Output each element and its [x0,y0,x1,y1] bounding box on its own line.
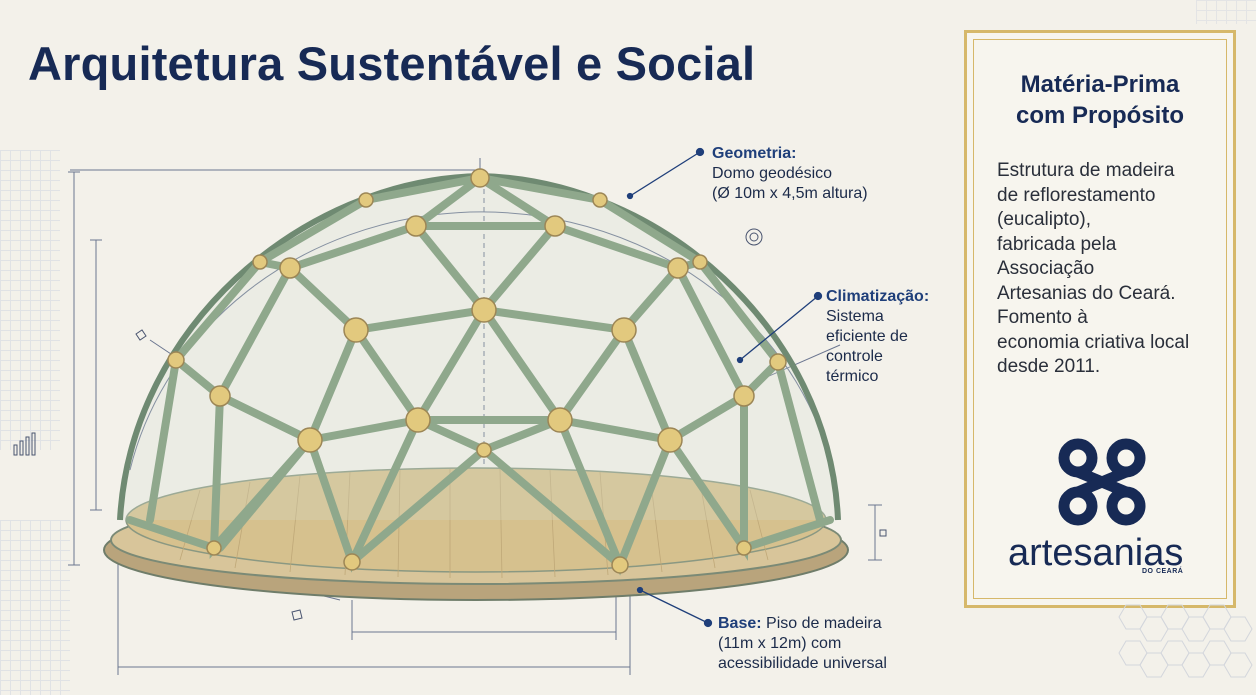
callout-geometria-label: Geometria: [712,145,797,162]
panel-title-line2: com Propósito [1015,102,1184,129]
callout-base-line3: acessibilidade universal [718,655,887,672]
callout-base: Base: Piso de madeira (11m x 12m) com ac… [718,614,887,674]
panel-title: Matéria-Prima com Propósito [967,69,1233,131]
callout-geometria-line2: (Ø 10m x 4,5m altura) [712,185,868,202]
panel-body-line: desde 2011. [997,356,1101,377]
callout-climatizacao-line1: Sistema [826,308,884,325]
panel-body-line: Artesanias do Ceará. [997,282,1176,304]
callout-geometria-line1: Domo geodésico [712,165,833,182]
logo-subtitle: DO CEARÁ [1142,568,1184,575]
panel-body-line: de reflorestamento [997,184,1156,206]
panel-body-line: Estrutura de madeira [997,160,1175,181]
panel-body: Estrutura de madeira de reflorestamento … [997,159,1213,380]
logo-wordmark: artesanias [1008,532,1184,574]
panel-body-line: (eucalipto), [997,209,1091,230]
panel-body-line: economia criativa local [997,331,1190,353]
callout-climatizacao: Climatização: Sistema eficiente de contr… [826,287,929,387]
artesanias-logo-icon [1058,438,1146,526]
background-grid-bottom-left [0,520,70,695]
background-grid-top-right [1196,0,1256,24]
callout-climatizacao-line4: térmico [826,368,879,385]
dome-diagram [13,147,887,675]
callout-climatizacao-line2: eficiente de [826,328,908,345]
hexagon-pattern [1118,604,1253,678]
callout-base-label: Base: [718,615,762,632]
callout-climatizacao-line3: controle [826,348,883,365]
panel-body-line: Fomento à [997,307,1088,328]
panel-body-line: fabricada pela [997,233,1117,255]
info-panel-inner-border [973,39,1227,599]
panel-title-line1: Matéria-Prima [1020,71,1180,98]
callout-climatizacao-label: Climatização: [826,288,930,305]
page-title: Arquitetura Sustentável e Social [28,37,756,90]
callout-base-line2: (11m x 12m) com [718,635,842,652]
background-grid-left [0,150,60,450]
panel-body-line: Associação [997,258,1095,279]
info-panel: Matéria-Prima com Propósito Estrutura de… [964,30,1236,608]
callout-base-text1: Piso de madeira [761,615,882,632]
callout-geometria: Geometria: Domo geodésico (Ø 10m x 4,5m … [712,144,868,204]
